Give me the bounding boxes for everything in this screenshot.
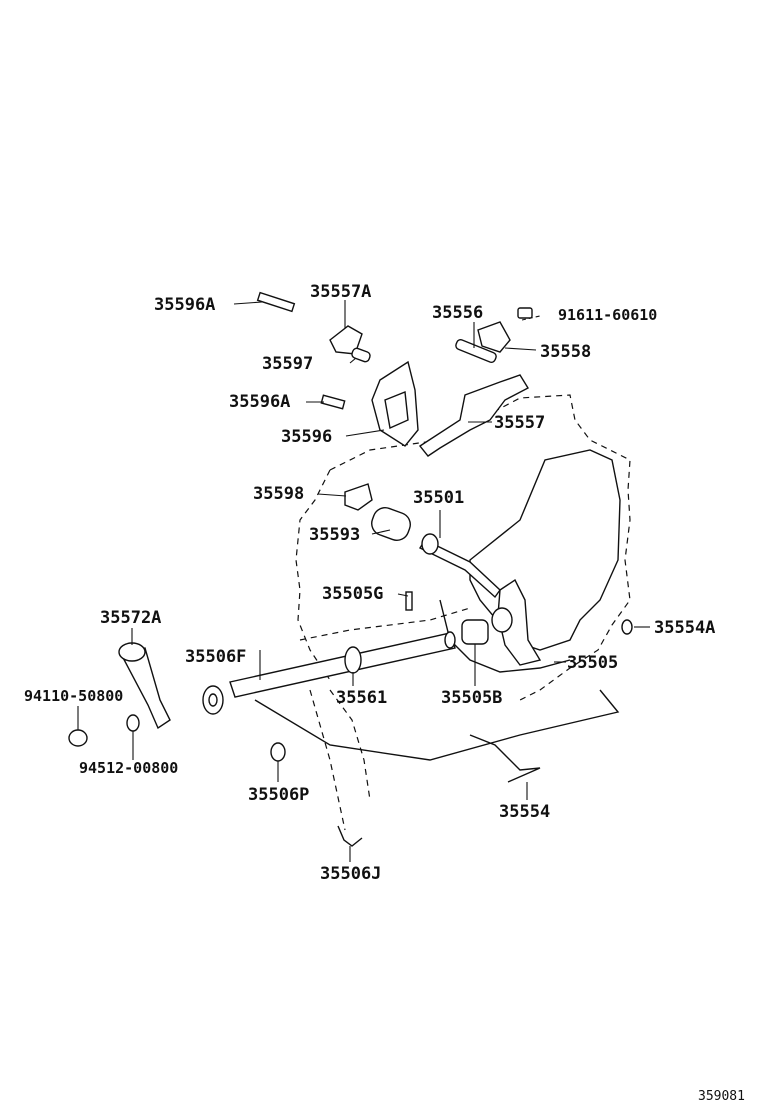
washer-94512 [126,714,140,732]
rod-35501 [418,539,501,599]
pin-35506J [337,825,363,847]
callout-35505G: 35505G [322,584,384,604]
oil-pan-outline [254,689,620,761]
callout-35506J: 35506J [320,864,382,884]
bell-housing-flange [469,449,621,651]
nut-94110 [68,729,88,747]
callout-35572A: 35572A [100,608,162,628]
bolt-35596A-top [256,291,296,313]
callout-35596: 35596 [281,427,333,447]
transmission-housing-outline [329,394,631,701]
callout-35561: 35561 [336,688,388,708]
callout-35554A: 35554A [654,618,716,638]
callout-35554: 35554 [499,802,551,822]
callout-35506F: 35506F [185,647,247,667]
washer-35506P [270,742,286,762]
shaft-dash-left [309,689,346,831]
housing-bottom-line [329,689,371,801]
callout-35598: 35598 [253,484,305,504]
callout-35557: 35557 [494,413,546,433]
callout-35501: 35501 [413,488,465,508]
seal-35506F [202,685,224,715]
figure-number: 359081 [698,1089,745,1104]
bolt-35596A-mid [320,394,346,410]
pin-35505G [405,591,413,611]
pin-35597 [351,347,371,363]
callout-35505: 35505 [567,653,619,673]
callout-35506P: 35506P [248,785,310,805]
rod-35572A [118,647,171,730]
callout-35596A-mid: 35596A [229,392,291,412]
bracket-35598 [344,483,373,511]
callout-35505B: 35505B [441,688,503,708]
callout-35593: 35593 [309,525,361,545]
bracket-35596 [371,360,419,447]
callout-35557A: 35557A [310,282,372,302]
callout-94512-00800: 94512-00800 [79,759,179,777]
sleeve-35593 [371,507,411,541]
spring-35557A [329,325,363,355]
control-shaft [229,632,456,698]
housing-inner-seam [299,607,471,641]
callout-35596A-top: 35596A [154,295,216,315]
shaft-collar [344,646,362,674]
callout-35597: 35597 [262,354,314,374]
callout-35556: 35556 [432,303,484,323]
callout-91611-60610: 91611-60610 [558,306,658,324]
callout-35558: 35558 [540,342,592,362]
housing-left-edge [295,469,331,681]
rod-35556 [455,339,497,363]
bushing-35505B [461,619,489,645]
rod-35554 [469,734,541,783]
lever-35558 [477,321,511,353]
callout-94110-50800: 94110-50800 [24,687,124,705]
shaft-end [444,631,456,649]
cover-35557 [418,374,529,457]
bolt-91611 [517,307,533,319]
clip-35554A [621,619,633,635]
